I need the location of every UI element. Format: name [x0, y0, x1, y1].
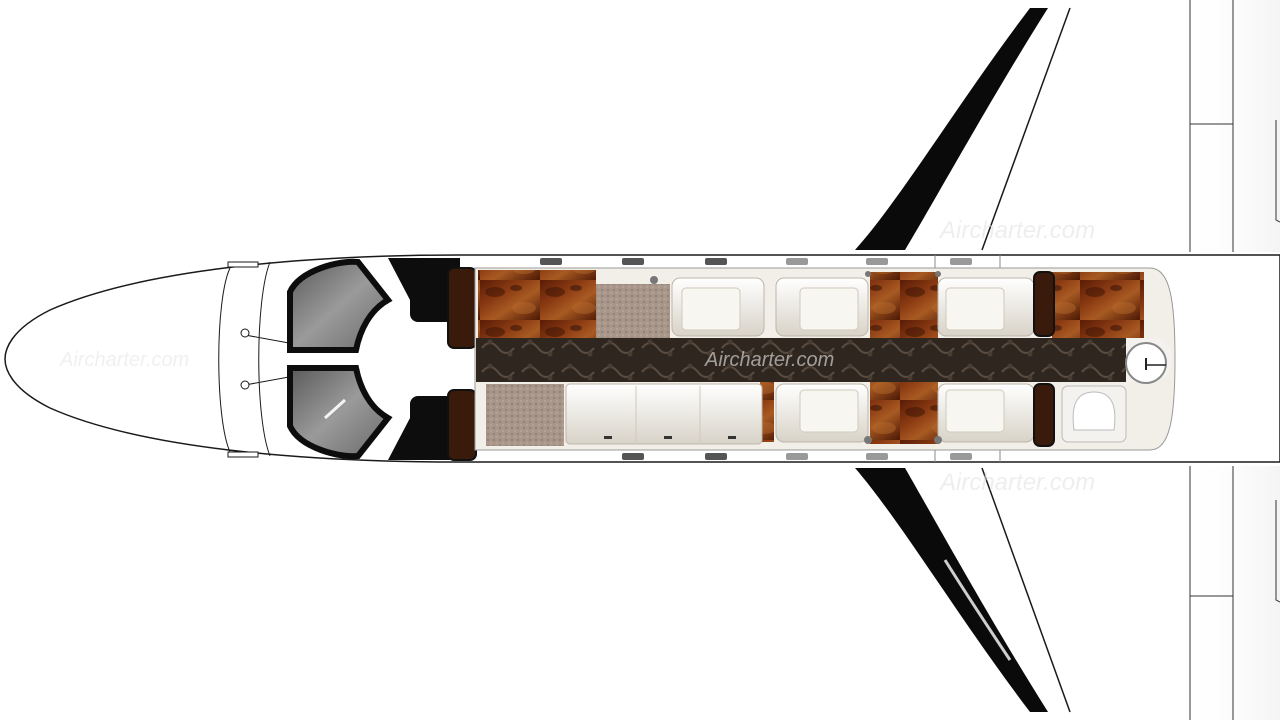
lower-wing	[855, 466, 1280, 720]
window-markers	[540, 258, 972, 460]
aisle-carpet	[476, 338, 1126, 382]
lavatory	[1061, 338, 1172, 443]
credenza-mid-upper	[870, 272, 938, 338]
cockpit	[287, 258, 477, 461]
watermark-lower-wing: Aircharter.com	[938, 469, 1095, 496]
side-carpet-upper	[596, 284, 670, 338]
cabin	[474, 255, 1176, 462]
club-seat-3	[937, 277, 1035, 337]
club-seat-4	[775, 383, 869, 443]
credenza-forward-upper	[478, 270, 596, 338]
club-seat-2	[775, 277, 869, 337]
credenza-mid-lower	[870, 382, 938, 444]
divan	[565, 383, 763, 445]
watermark-upper-wing: Aircharter.com	[938, 217, 1095, 244]
upper-wing	[855, 0, 1280, 252]
club-seat-5	[937, 383, 1035, 443]
watermark-center: Aircharter.com	[704, 349, 834, 371]
credenza-aft-upper	[1052, 272, 1144, 338]
watermark-nose: Aircharter.com	[59, 349, 189, 371]
club-seat-1	[671, 277, 765, 337]
side-carpet-lower	[486, 384, 564, 446]
divan-end-table	[760, 382, 774, 442]
